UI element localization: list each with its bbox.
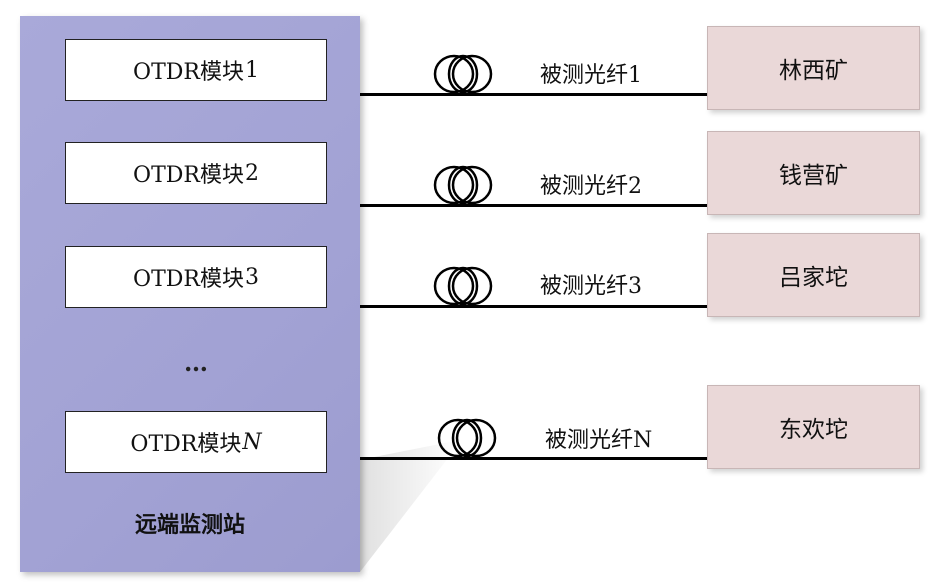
fiber-label-3: 被测光纤3 xyxy=(540,274,642,299)
fiber-line-n xyxy=(360,457,708,460)
fiber-line-2 xyxy=(360,204,708,207)
module-label: OTDR模块 xyxy=(133,267,244,292)
more-modules-ellipsis: … xyxy=(184,348,208,377)
module-label: OTDR模块 xyxy=(133,60,244,85)
site-linxi-mine: 林西矿 xyxy=(707,26,920,110)
fiber-coil-icon xyxy=(433,165,493,205)
fiber-line-1 xyxy=(360,93,708,96)
module-number: N xyxy=(242,429,262,455)
fiber-coil-icon xyxy=(433,266,493,306)
fiber-coil-icon xyxy=(437,418,497,458)
module-number: 1 xyxy=(244,57,259,83)
site-lujiatuo: 吕家坨 xyxy=(707,233,920,317)
station-label: 远端监测站 xyxy=(134,513,245,538)
site-label: 东欢坨 xyxy=(779,417,848,443)
fiber-label-1: 被测光纤1 xyxy=(540,63,642,88)
site-label: 林西矿 xyxy=(779,58,848,84)
fiber-line-3 xyxy=(360,305,708,308)
fiber-label-2: 被测光纤2 xyxy=(540,174,642,199)
module-label: OTDR模块 xyxy=(133,163,244,188)
site-label: 吕家坨 xyxy=(779,265,848,291)
fiber-label-n: 被测光纤N xyxy=(545,428,653,453)
site-qianying-mine: 钱营矿 xyxy=(707,131,920,215)
module-number: 2 xyxy=(244,160,259,186)
site-donghuantuo: 东欢坨 xyxy=(707,385,920,469)
fiber-coil-icon xyxy=(433,54,493,94)
module-number: 3 xyxy=(244,264,259,290)
module-label: OTDR模块 xyxy=(130,432,242,457)
site-label: 钱营矿 xyxy=(779,163,848,189)
